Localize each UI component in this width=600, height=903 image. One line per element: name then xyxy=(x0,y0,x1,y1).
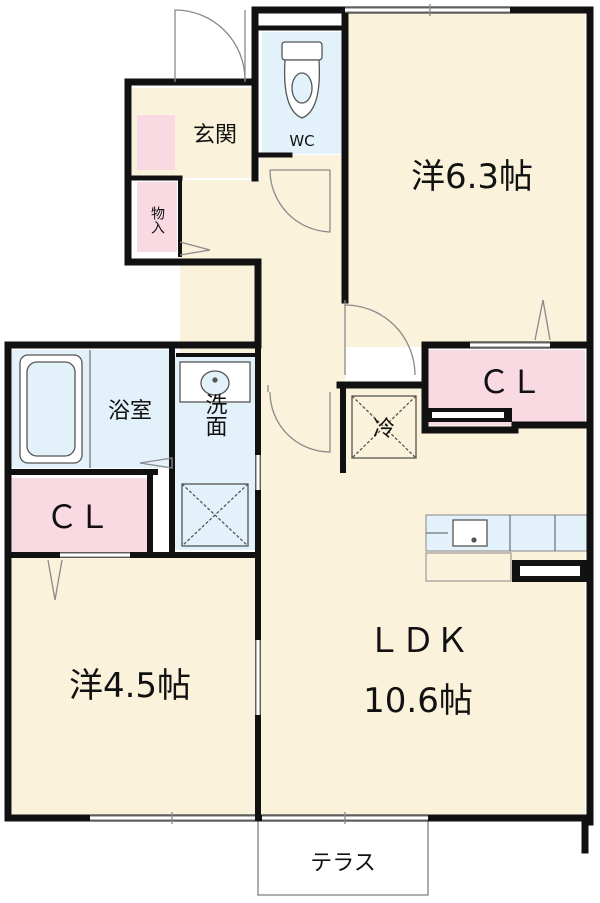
washing-machine-pan-icon xyxy=(181,483,249,547)
walls xyxy=(4,6,594,854)
ldk-size-label: 10.6帖 xyxy=(363,681,473,721)
storage-label: 物入 xyxy=(149,206,165,234)
bedroom-small-floor xyxy=(12,555,257,815)
bath-label: 浴室 xyxy=(108,399,152,424)
terrace-label: テラス xyxy=(310,851,376,876)
ldk-name-label: ＬＤＫ xyxy=(367,621,469,661)
closet-left-floor xyxy=(12,478,148,553)
hall-floor xyxy=(180,180,345,385)
fridge-label: 冷 xyxy=(373,417,395,442)
kitchen-counter xyxy=(425,514,589,552)
doors xyxy=(47,4,551,824)
bedroom-big-floor xyxy=(345,12,585,347)
kitchen-sink-icon xyxy=(426,515,556,551)
storage-floor xyxy=(137,182,177,252)
room-labels: 玄関 WC 物入 洋6.3帖 浴室 洗面 ＣＬ ＣＬ 冷 洋4.5帖 ＬＤＫ 1… xyxy=(46,123,542,876)
bedroom-big-label: 洋6.3帖 xyxy=(411,157,533,197)
closet-right-label: ＣＬ xyxy=(478,363,542,401)
ldk-floor xyxy=(260,385,585,815)
closet-left-label: ＣＬ xyxy=(46,498,110,536)
fixtures xyxy=(19,41,556,551)
washroom-label: 洗面 xyxy=(202,393,228,437)
terrace-floor xyxy=(257,819,429,896)
bedroom-small-label: 洋4.5帖 xyxy=(69,666,191,706)
wc-label: WC xyxy=(289,132,314,150)
fridge-icon xyxy=(351,395,417,459)
toilet-icon xyxy=(281,41,323,119)
kitchen-lower xyxy=(425,552,512,582)
entrance-label: 玄関 xyxy=(193,123,237,148)
entrance-shoe-closet xyxy=(137,115,175,170)
bathtub-icon xyxy=(19,354,83,464)
washbasin-icon xyxy=(179,361,251,403)
